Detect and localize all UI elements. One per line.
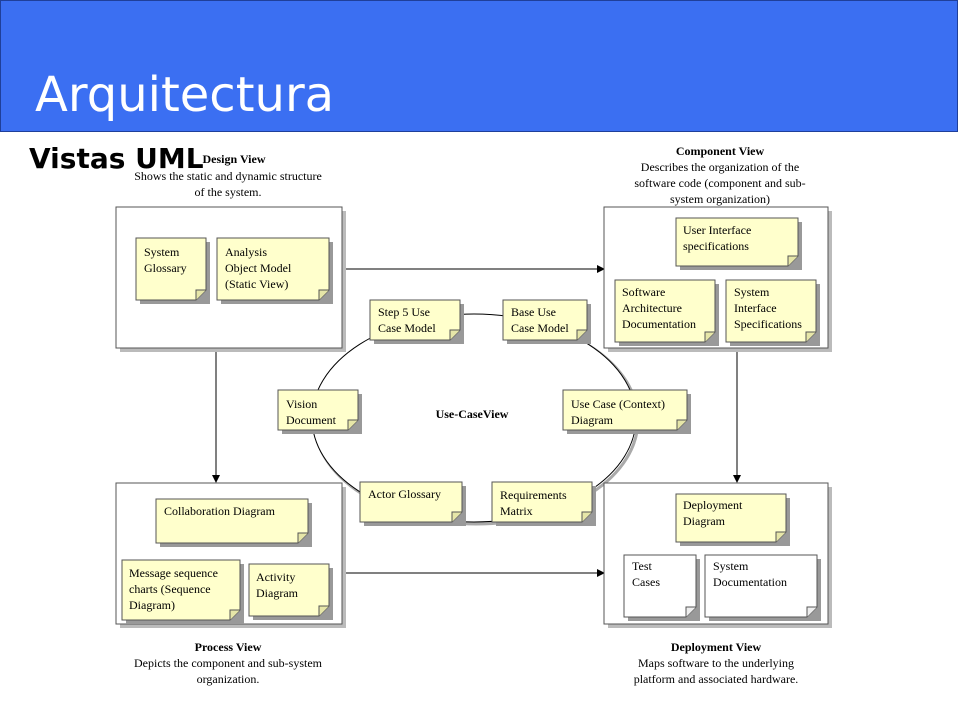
svg-text:System: System bbox=[713, 559, 749, 573]
deployment-view-heading: Deployment View bbox=[671, 640, 762, 654]
svg-text:Test: Test bbox=[632, 559, 652, 573]
note-vision-document: Vision Document bbox=[277, 389, 362, 434]
svg-text:Documentation: Documentation bbox=[713, 575, 787, 589]
svg-text:Step 5 Use: Step 5 Use bbox=[378, 305, 430, 319]
note-message-sequence-charts: Message sequence charts (Sequence Diagra… bbox=[121, 559, 244, 624]
note-use-case-context-diagram: Use Case (Context) Diagram bbox=[562, 389, 691, 434]
note-step5-use-case-model: Step 5 Use Case Model bbox=[369, 299, 464, 344]
svg-text:System: System bbox=[734, 285, 770, 299]
slide-title: Arquitectura bbox=[35, 67, 335, 123]
note-analysis-object-model: Analysis Object Model (Static View) bbox=[216, 237, 333, 304]
svg-text:Architecture: Architecture bbox=[622, 301, 682, 315]
note-actor-glossary: Actor Glossary bbox=[359, 481, 466, 526]
svg-text:Interface: Interface bbox=[734, 301, 777, 315]
process-view-heading: Process View bbox=[195, 640, 262, 654]
svg-text:Analysis: Analysis bbox=[225, 245, 267, 259]
svg-text:Case Model: Case Model bbox=[511, 321, 569, 335]
deployment-view-desc-line2: platform and associated hardware. bbox=[634, 672, 799, 686]
title-banner: Arquitectura bbox=[0, 0, 958, 132]
svg-text:charts (Sequence: charts (Sequence bbox=[129, 582, 211, 596]
svg-text:Message sequence: Message sequence bbox=[129, 566, 218, 580]
process-view-desc-line1: Depicts the component and sub-system bbox=[134, 656, 323, 670]
svg-text:Documentation: Documentation bbox=[622, 317, 696, 331]
note-system-glossary: System Glossary bbox=[135, 237, 210, 304]
note-software-architecture-documentation: Software Architecture Documentation bbox=[614, 279, 719, 346]
deployment-view-desc-line1: Maps software to the underlying bbox=[638, 656, 794, 670]
svg-text:User Interface: User Interface bbox=[683, 223, 751, 237]
svg-text:System: System bbox=[144, 245, 180, 259]
svg-text:Base Use: Base Use bbox=[511, 305, 556, 319]
design-view-desc-line2: of the system. bbox=[195, 185, 262, 199]
note-deployment-diagram: Deployment Diagram bbox=[675, 493, 790, 546]
slide-subtitle: Vistas UML bbox=[29, 142, 204, 175]
note-activity-diagram: Activity Diagram bbox=[248, 563, 333, 620]
process-view-desc-line2: organization. bbox=[197, 672, 260, 686]
svg-text:Actor Glossary: Actor Glossary bbox=[368, 487, 441, 501]
note-base-use-case-model: Base Use Case Model bbox=[502, 299, 591, 344]
svg-text:Collaboration Diagram: Collaboration Diagram bbox=[164, 504, 276, 518]
svg-text:Requirements: Requirements bbox=[500, 488, 567, 502]
note-system-documentation: System Documentation bbox=[704, 554, 821, 621]
note-collaboration-diagram: Collaboration Diagram bbox=[155, 498, 312, 547]
use-case-view-label: Use-CaseView bbox=[436, 407, 509, 421]
note-test-cases: Test Cases bbox=[623, 554, 700, 621]
svg-text:Cases: Cases bbox=[632, 575, 660, 589]
svg-text:Diagram): Diagram) bbox=[129, 598, 175, 612]
svg-text:Software: Software bbox=[622, 285, 665, 299]
svg-text:Diagram: Diagram bbox=[256, 586, 299, 600]
svg-text:Matrix: Matrix bbox=[500, 504, 533, 518]
svg-text:Deployment: Deployment bbox=[683, 498, 743, 512]
design-view-desc-line1: Shows the static and dynamic structure bbox=[134, 169, 322, 183]
svg-text:Case Model: Case Model bbox=[378, 321, 436, 335]
svg-text:Document: Document bbox=[286, 413, 337, 427]
svg-text:Use Case (Context): Use Case (Context) bbox=[571, 397, 665, 411]
component-view-desc-line2: software code (component and sub- bbox=[634, 176, 805, 190]
design-view-heading: Design View bbox=[203, 152, 266, 166]
svg-text:Vision: Vision bbox=[286, 397, 317, 411]
svg-text:Object Model: Object Model bbox=[225, 261, 292, 275]
svg-text:Glossary: Glossary bbox=[144, 261, 187, 275]
note-user-interface-specifications: User Interface specifications bbox=[675, 217, 802, 270]
svg-text:Diagram: Diagram bbox=[571, 413, 614, 427]
component-view-desc-line3: system organization) bbox=[670, 192, 770, 206]
svg-text:Diagram: Diagram bbox=[683, 514, 726, 528]
svg-text:(Static View): (Static View) bbox=[225, 277, 288, 291]
svg-text:specifications: specifications bbox=[683, 239, 749, 253]
svg-text:Specifications: Specifications bbox=[734, 317, 802, 331]
note-system-interface-specifications: System Interface Specifications bbox=[725, 279, 820, 346]
component-view-heading: Component View bbox=[676, 144, 765, 158]
component-view-desc-line1: Describes the organization of the bbox=[641, 160, 799, 174]
svg-text:Activity: Activity bbox=[256, 570, 295, 584]
note-requirements-matrix: Requirements Matrix bbox=[491, 481, 596, 526]
